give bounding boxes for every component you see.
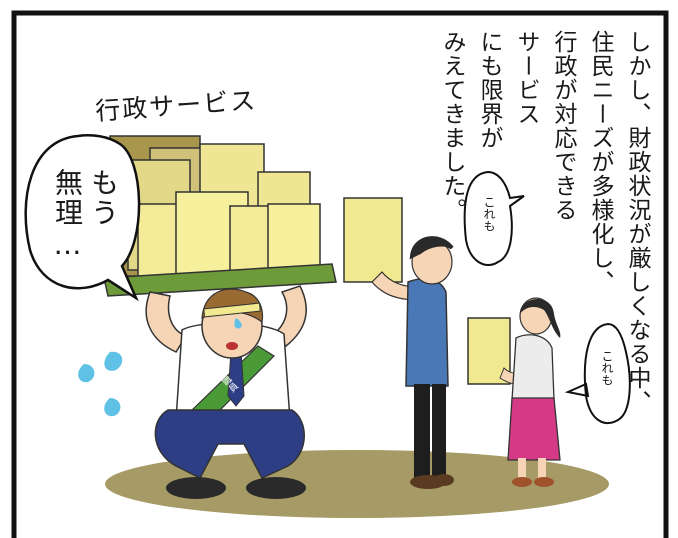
tray	[103, 263, 337, 297]
narration-line-6: みえてきました。	[439, 30, 465, 222]
service-boxes-stack	[103, 135, 337, 297]
man-figure	[343, 197, 454, 489]
man-speech-text: これも	[482, 196, 496, 232]
woman-figure	[467, 297, 561, 487]
worker-speech-line-1: もう	[87, 168, 120, 228]
woman-speech-text: これも	[600, 350, 614, 386]
woman-speech-bubble	[564, 322, 631, 424]
narration-line-2: 住民ニーズが多様化し、	[587, 30, 613, 294]
narration-line-5: にも限界が	[476, 30, 502, 150]
narration-line-3: 行政が対応できる	[550, 30, 576, 222]
worker-speech-line-2: 無理…	[51, 168, 84, 263]
narration-line-1: しかし、財政状況が厳しくなる中、	[624, 30, 650, 414]
sweat-drops	[78, 351, 123, 417]
worker-speech-bubble	[24, 134, 141, 302]
worker-figure	[145, 285, 307, 499]
man-box	[343, 197, 403, 283]
floor-shadow	[105, 450, 609, 518]
narration-line-4: サービス	[513, 30, 539, 126]
man-speech-bubble	[463, 170, 525, 267]
